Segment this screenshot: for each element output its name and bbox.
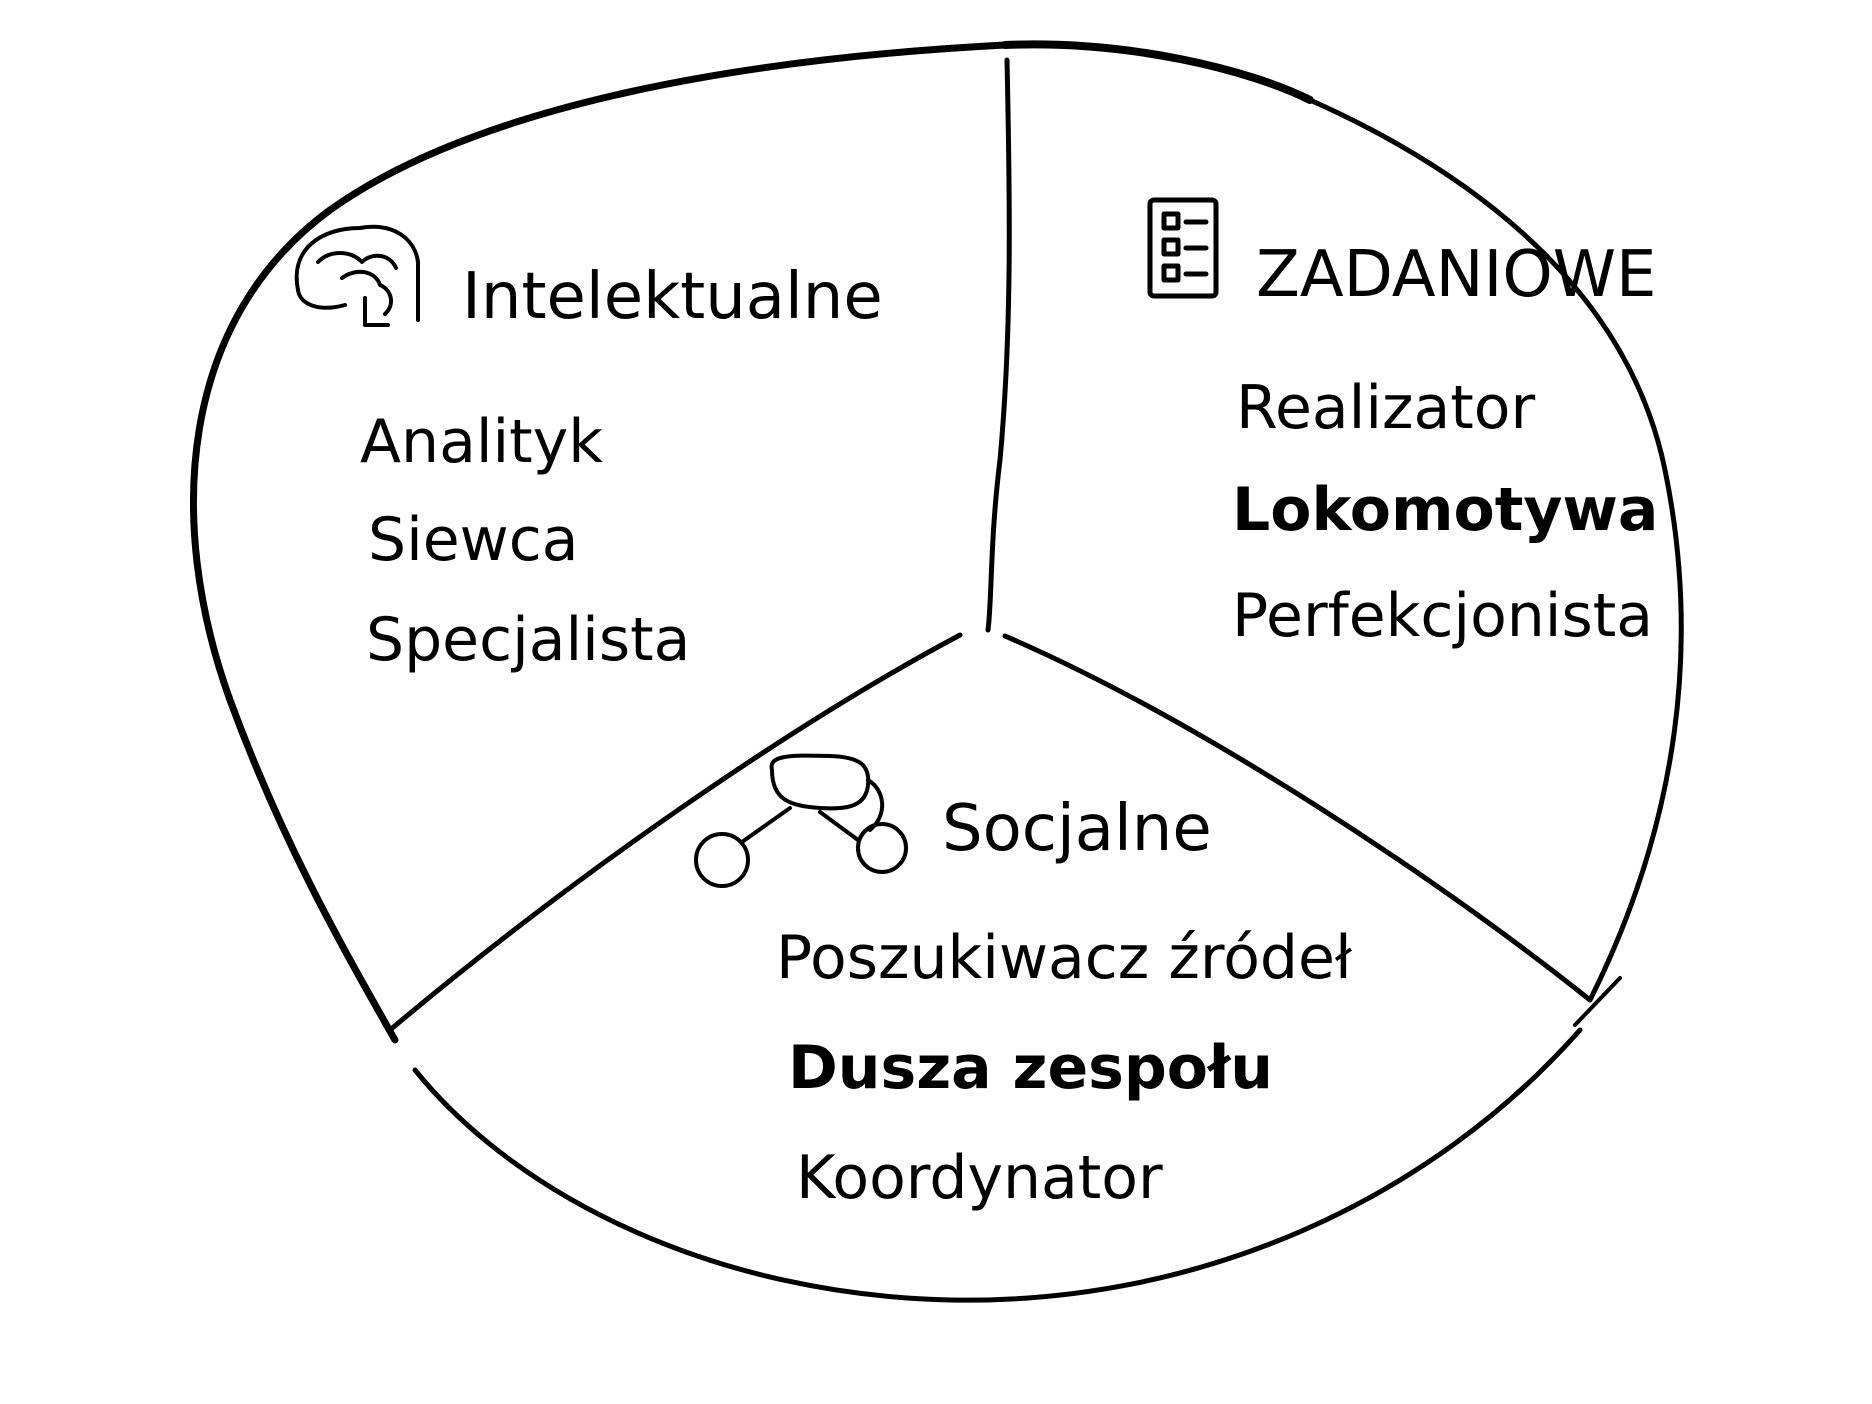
segment-title-intelektualne: Intelektualne bbox=[462, 260, 883, 334]
outer-circle-arc-bottom bbox=[412, 1027, 1583, 1303]
segment-zadaniowe: ZADANIOWE Realizator Lokomotywa Perfekcj… bbox=[1147, 197, 1658, 651]
segment-title-socjalne: Socjalne bbox=[942, 792, 1212, 866]
role-dusza-zespolu: Dusza zespołu bbox=[788, 1033, 1273, 1103]
network-icon bbox=[694, 753, 908, 888]
role-siewca: Siewca bbox=[368, 505, 579, 575]
role-perfekcjonista: Perfekcjonista bbox=[1232, 581, 1653, 651]
checklist-icon bbox=[1147, 197, 1219, 299]
divider-right-tick bbox=[1573, 976, 1622, 1027]
role-poszukiwacz-zrodel: Poszukiwacz źródeł bbox=[776, 923, 1353, 993]
role-realizator: Realizator bbox=[1236, 373, 1536, 443]
outer-circle-arc-left bbox=[189, 41, 1009, 1044]
brain-icon bbox=[294, 224, 420, 327]
segment-intelektualne: Intelektualne Analityk Siewca Specjalist… bbox=[294, 224, 883, 675]
divider-left bbox=[387, 632, 963, 1033]
outer-circle-arc-top bbox=[1001, 40, 1314, 104]
divider-right bbox=[1002, 633, 1593, 1003]
role-koordynator: Koordynator bbox=[796, 1143, 1163, 1213]
segment-title-zadaniowe: ZADANIOWE bbox=[1256, 238, 1656, 312]
role-lokomotywa: Lokomotywa bbox=[1232, 475, 1658, 545]
divider-vertical bbox=[985, 57, 1012, 633]
role-specjalista: Specjalista bbox=[366, 605, 690, 675]
outer-circle-arc-right bbox=[1307, 97, 1684, 1003]
role-analityk: Analityk bbox=[360, 407, 603, 477]
segment-socjalne: Socjalne Poszukiwacz źródeł Dusza zespoł… bbox=[694, 753, 1353, 1213]
